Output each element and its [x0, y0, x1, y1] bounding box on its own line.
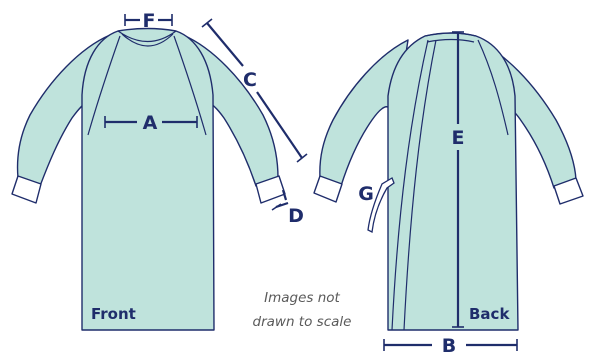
back-raglan-seam-right	[477, 39, 509, 136]
front-label: Front	[91, 305, 136, 323]
back-neckband-inner	[426, 38, 475, 43]
front-raglan-seam-left	[87, 35, 121, 136]
front-raglan-seam-right	[173, 35, 207, 136]
front-gown	[11, 27, 286, 331]
dimension-e: E	[452, 31, 465, 328]
dimension-a: A	[104, 112, 198, 134]
dimension-g-label: G	[358, 183, 374, 205]
dimension-c-label: C	[243, 69, 257, 91]
note-line-2: drawn to scale	[253, 314, 352, 330]
dimension-e-label: E	[452, 127, 465, 149]
dimension-a-label: A	[143, 112, 158, 134]
back-right-cuff	[553, 177, 584, 205]
dimension-d-label: D	[288, 205, 304, 227]
dimension-d: D	[271, 189, 304, 227]
front-left-cuff	[11, 175, 42, 204]
back-tie	[367, 177, 395, 233]
dimension-f: F	[124, 10, 173, 32]
back-neckband	[424, 32, 477, 37]
back-body	[387, 32, 519, 331]
back-gown	[313, 32, 584, 331]
dimension-b-label: B	[442, 335, 456, 354]
dimension-c: C	[201, 18, 308, 163]
back-label: Back	[469, 305, 510, 323]
note-line-1: Images not	[264, 290, 340, 306]
dimension-f-label: F	[143, 10, 156, 32]
back-left-cuff	[313, 175, 343, 203]
front-neckband	[117, 30, 177, 42]
back-overlap-edge	[391, 39, 429, 331]
front-neckline	[121, 33, 174, 47]
dimension-b: B	[383, 335, 518, 354]
back-overlap-edge-inner	[403, 39, 437, 331]
front-body	[81, 27, 215, 331]
